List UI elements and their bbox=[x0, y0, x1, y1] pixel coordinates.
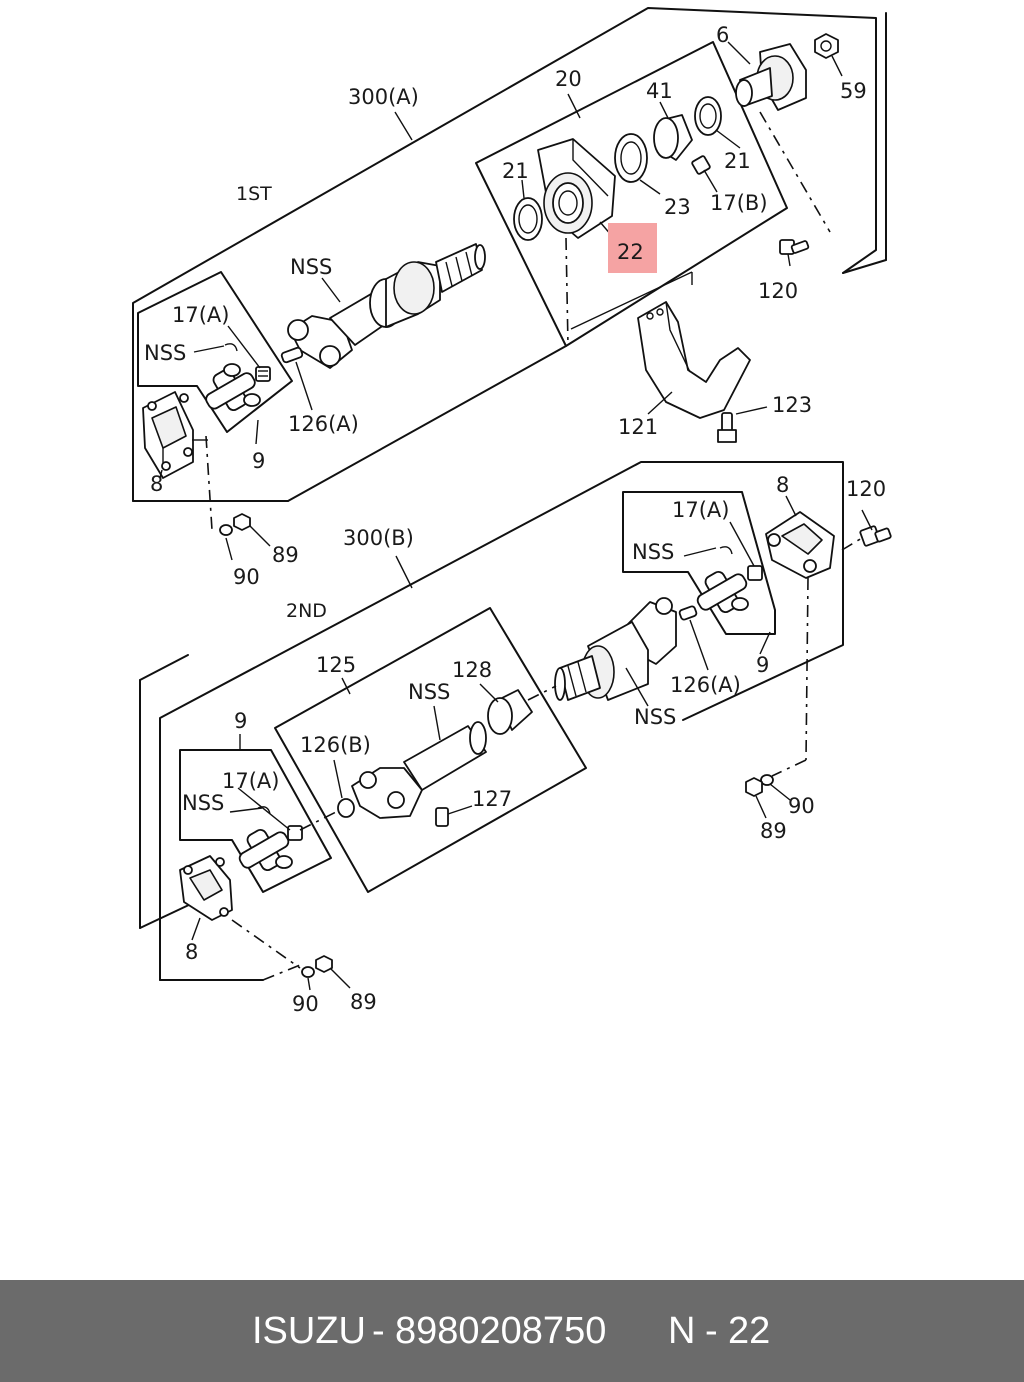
label-nss-shaft-2nd: NSS bbox=[408, 680, 450, 704]
footer-separator-2: - bbox=[705, 1310, 718, 1352]
frame-shaft-125 bbox=[274, 607, 587, 893]
frame-1st bbox=[132, 7, 877, 502]
bolt-120-1st bbox=[779, 239, 810, 255]
footer-code: N bbox=[668, 1310, 696, 1352]
label-59: 59 bbox=[840, 79, 867, 103]
washer-nut-1st bbox=[219, 513, 251, 536]
tube-shaft-2nd bbox=[351, 721, 487, 819]
label-17b: 17(B) bbox=[710, 191, 768, 215]
footer-index: 22 bbox=[728, 1310, 771, 1352]
footer-part-number: 8980208750 bbox=[395, 1310, 607, 1352]
label-127: 127 bbox=[472, 787, 512, 811]
grease-nipple-1st bbox=[255, 366, 271, 382]
label-90-2nd-right: 90 bbox=[788, 794, 815, 818]
label-126a-1st: 126(A) bbox=[288, 412, 359, 436]
label-nss-sleeve-2nd: NSS bbox=[634, 705, 676, 729]
label-9-1st: 9 bbox=[252, 449, 265, 473]
frame-center-bearing bbox=[475, 41, 788, 347]
exploded-parts-diagram: 300(A) 1ST 20 6 59 41 21 21 23 17(B) 22 … bbox=[132, 7, 892, 1016]
label-90-1st: 90 bbox=[233, 565, 260, 589]
frame-2nd bbox=[159, 461, 844, 981]
bracket-121 bbox=[637, 301, 751, 419]
leaders-1st bbox=[159, 41, 843, 561]
label-8-2nd-left: 8 bbox=[185, 940, 198, 964]
part-info-footer: ISUZU - 8980208750 N - 22 bbox=[0, 1280, 1024, 1382]
label-17a-1st: 17(A) bbox=[172, 303, 229, 327]
label-125: 125 bbox=[316, 653, 356, 677]
universal-cross-2nd-left bbox=[238, 806, 303, 872]
bolt-126a-1st bbox=[280, 346, 304, 364]
label-8-2nd-right: 8 bbox=[776, 473, 789, 497]
footer-brand: ISUZU bbox=[252, 1310, 366, 1352]
seal-21-left bbox=[513, 197, 543, 241]
frame-ujoint-1st bbox=[137, 271, 293, 433]
label-123: 123 bbox=[772, 393, 812, 417]
label-21-right: 21 bbox=[724, 149, 751, 173]
label-17a-2nd-right: 17(A) bbox=[672, 498, 729, 522]
plug-126b bbox=[337, 798, 355, 818]
spline-shaft-1st bbox=[435, 243, 486, 293]
bolt-126a-2nd bbox=[678, 605, 698, 621]
label-9-2nd-left: 9 bbox=[234, 709, 247, 733]
center-bearing-22 bbox=[537, 138, 616, 239]
grease-nipple-2nd-right bbox=[747, 565, 763, 581]
grease-nipple-2nd-left bbox=[287, 825, 303, 841]
flange-yoke-2nd-right bbox=[765, 511, 835, 579]
label-90-2nd-left: 90 bbox=[292, 992, 319, 1016]
label-nss-cross-2nd-left: NSS bbox=[182, 791, 224, 815]
label-126a-2nd: 126(A) bbox=[670, 673, 741, 697]
universal-cross-2nd-right bbox=[696, 546, 763, 614]
part-labels: 300(A) 1ST 20 6 59 41 21 21 23 17(B) 22 … bbox=[144, 23, 886, 1016]
label-300a: 300(A) bbox=[348, 85, 419, 109]
slip-yoke-1st bbox=[287, 261, 441, 369]
label-120-1st: 120 bbox=[758, 279, 798, 303]
footer-separator-1: - bbox=[372, 1310, 385, 1352]
bearing-23 bbox=[614, 133, 648, 183]
label-17a-2nd-left: 17(A) bbox=[222, 769, 279, 793]
bolt-123 bbox=[717, 412, 737, 443]
label-2nd: 2ND bbox=[286, 600, 327, 622]
assembly-2nd bbox=[139, 461, 892, 991]
spline-shaft-2nd bbox=[554, 655, 601, 701]
label-89-2nd-right: 89 bbox=[760, 819, 787, 843]
label-9-2nd-right: 9 bbox=[756, 653, 769, 677]
label-nss-cross-1st: NSS bbox=[144, 341, 186, 365]
label-1st: 1ST bbox=[236, 183, 272, 205]
label-41: 41 bbox=[646, 79, 673, 103]
label-nss-shaft-1st: NSS bbox=[290, 255, 332, 279]
label-300b: 300(B) bbox=[343, 526, 414, 550]
label-21-top: 21 bbox=[502, 159, 529, 183]
frame-ujoint-2nd-right bbox=[622, 491, 776, 635]
label-22: 22 bbox=[617, 240, 644, 264]
grease-nipple-127 bbox=[435, 807, 449, 827]
leaders-2nd bbox=[191, 495, 873, 991]
label-nss-cross-2nd-right: NSS bbox=[632, 540, 674, 564]
label-20: 20 bbox=[555, 67, 582, 91]
label-89-1st: 89 bbox=[272, 543, 299, 567]
nut-59 bbox=[814, 33, 839, 59]
label-120-2nd: 120 bbox=[846, 477, 886, 501]
frame-ujoint-2nd-left bbox=[179, 749, 332, 893]
universal-cross-1st bbox=[205, 343, 261, 412]
companion-flange-6 bbox=[735, 43, 807, 111]
assembly-1st bbox=[132, 7, 887, 561]
flange-yoke-1st bbox=[142, 391, 194, 479]
seal-21-right bbox=[694, 96, 722, 136]
highlight-22-box bbox=[608, 223, 657, 273]
washer-nut-2nd bbox=[301, 774, 774, 978]
bushing-41 bbox=[653, 114, 693, 161]
label-8-1st: 8 bbox=[150, 472, 163, 496]
label-89-2nd-left: 89 bbox=[350, 990, 377, 1014]
dust-cover-128 bbox=[487, 689, 533, 735]
bolt-120-2nd bbox=[859, 525, 892, 547]
grease-nipple-17b bbox=[691, 155, 711, 175]
label-6: 6 bbox=[716, 23, 729, 47]
label-128: 128 bbox=[452, 658, 492, 682]
sleeve-yoke-2nd bbox=[581, 597, 698, 701]
label-126b: 126(B) bbox=[300, 733, 371, 757]
flange-yoke-2nd-left bbox=[179, 855, 233, 921]
label-23: 23 bbox=[664, 195, 691, 219]
label-121: 121 bbox=[618, 415, 658, 439]
